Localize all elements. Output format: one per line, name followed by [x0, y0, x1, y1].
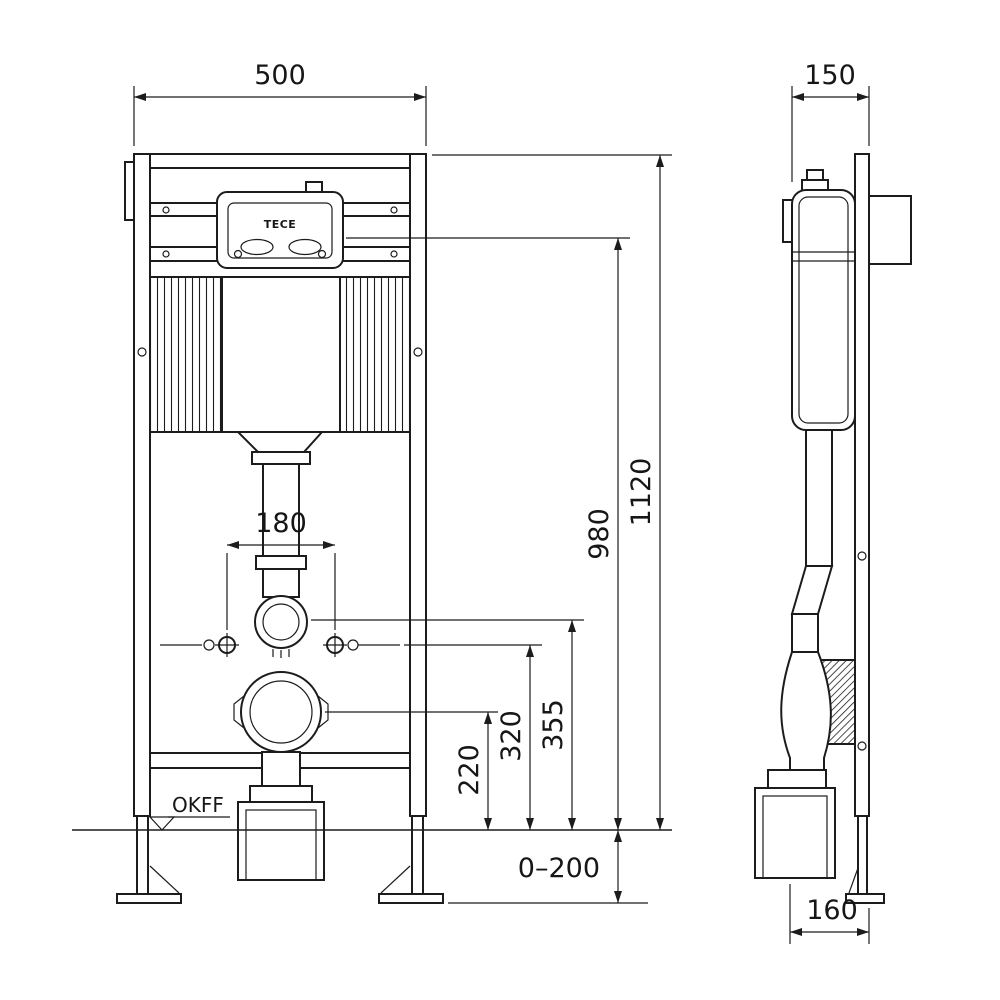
level-triangle-icon: [148, 816, 176, 831]
flush-pipe-side: [790, 429, 834, 653]
dim-outlet-height: 220: [325, 711, 498, 830]
dim-actuator-height-text: 980: [584, 508, 615, 560]
flush-button-large: [288, 238, 322, 256]
adjustable-feet: [116, 815, 444, 904]
brand-logo-text: TECE: [264, 218, 297, 231]
outlet-elbow: [780, 651, 832, 771]
front-view: TECE: [116, 153, 444, 904]
dim-frame-width: 500: [133, 60, 427, 146]
rail-screw-icon: [413, 347, 423, 357]
dim-bolt-spacing-text: 180: [255, 508, 307, 539]
dim-actuator-height: 980: [346, 237, 630, 830]
dim-flush-bend-height-text: 355: [538, 699, 569, 751]
flush-bend-opening: [254, 595, 308, 658]
cistern: [149, 276, 411, 433]
fixing-bolt-left: [215, 633, 239, 657]
dim-bolt-spacing: 180: [226, 508, 336, 630]
dim-frame-width-text: 500: [254, 60, 306, 91]
dim-outlet-depth: 160: [789, 884, 870, 944]
dim-outlet-height-text: 220: [454, 744, 485, 796]
flush-plate: TECE: [216, 181, 344, 269]
outlet-socket: [237, 751, 325, 881]
side-view: [754, 153, 912, 904]
dimensions: 500 150 1120 980 180 355: [133, 60, 870, 944]
cistern-side: [782, 169, 856, 431]
floor-reference-marker: OKFF: [148, 793, 230, 831]
access-window: [221, 276, 341, 433]
waste-outlet: [233, 671, 329, 762]
dim-outlet-depth-text: 160: [806, 895, 858, 926]
rail-screw-icon: [857, 741, 867, 751]
wall-mount-plate: [868, 195, 912, 265]
dim-frame-depth: 150: [791, 60, 870, 182]
dim-frame-height-text: 1120: [626, 458, 657, 527]
dim-foot-adjust-text: 0–200: [518, 853, 600, 884]
fixing-bolts: [160, 633, 400, 657]
side-rail: [854, 153, 870, 817]
dim-foot-adjustment: 0–200: [448, 830, 648, 904]
rail-screw-icon: [137, 347, 147, 357]
frame: [124, 153, 427, 817]
dim-frame-height: 1120: [432, 154, 672, 830]
dim-fixing-height: 320: [404, 644, 542, 830]
outlet-socket-side: [754, 769, 836, 879]
dim-flush-bend-height: 355: [311, 619, 584, 830]
wall-bracket: [124, 161, 135, 221]
rail-screw-icon: [857, 551, 867, 561]
fixing-bolt-right: [323, 633, 347, 657]
flush-button-small: [240, 238, 274, 256]
okff-label: OKFF: [172, 793, 224, 817]
dim-frame-depth-text: 150: [804, 60, 856, 91]
dim-fixing-height-text: 320: [496, 710, 527, 762]
side-foot: [845, 815, 885, 904]
